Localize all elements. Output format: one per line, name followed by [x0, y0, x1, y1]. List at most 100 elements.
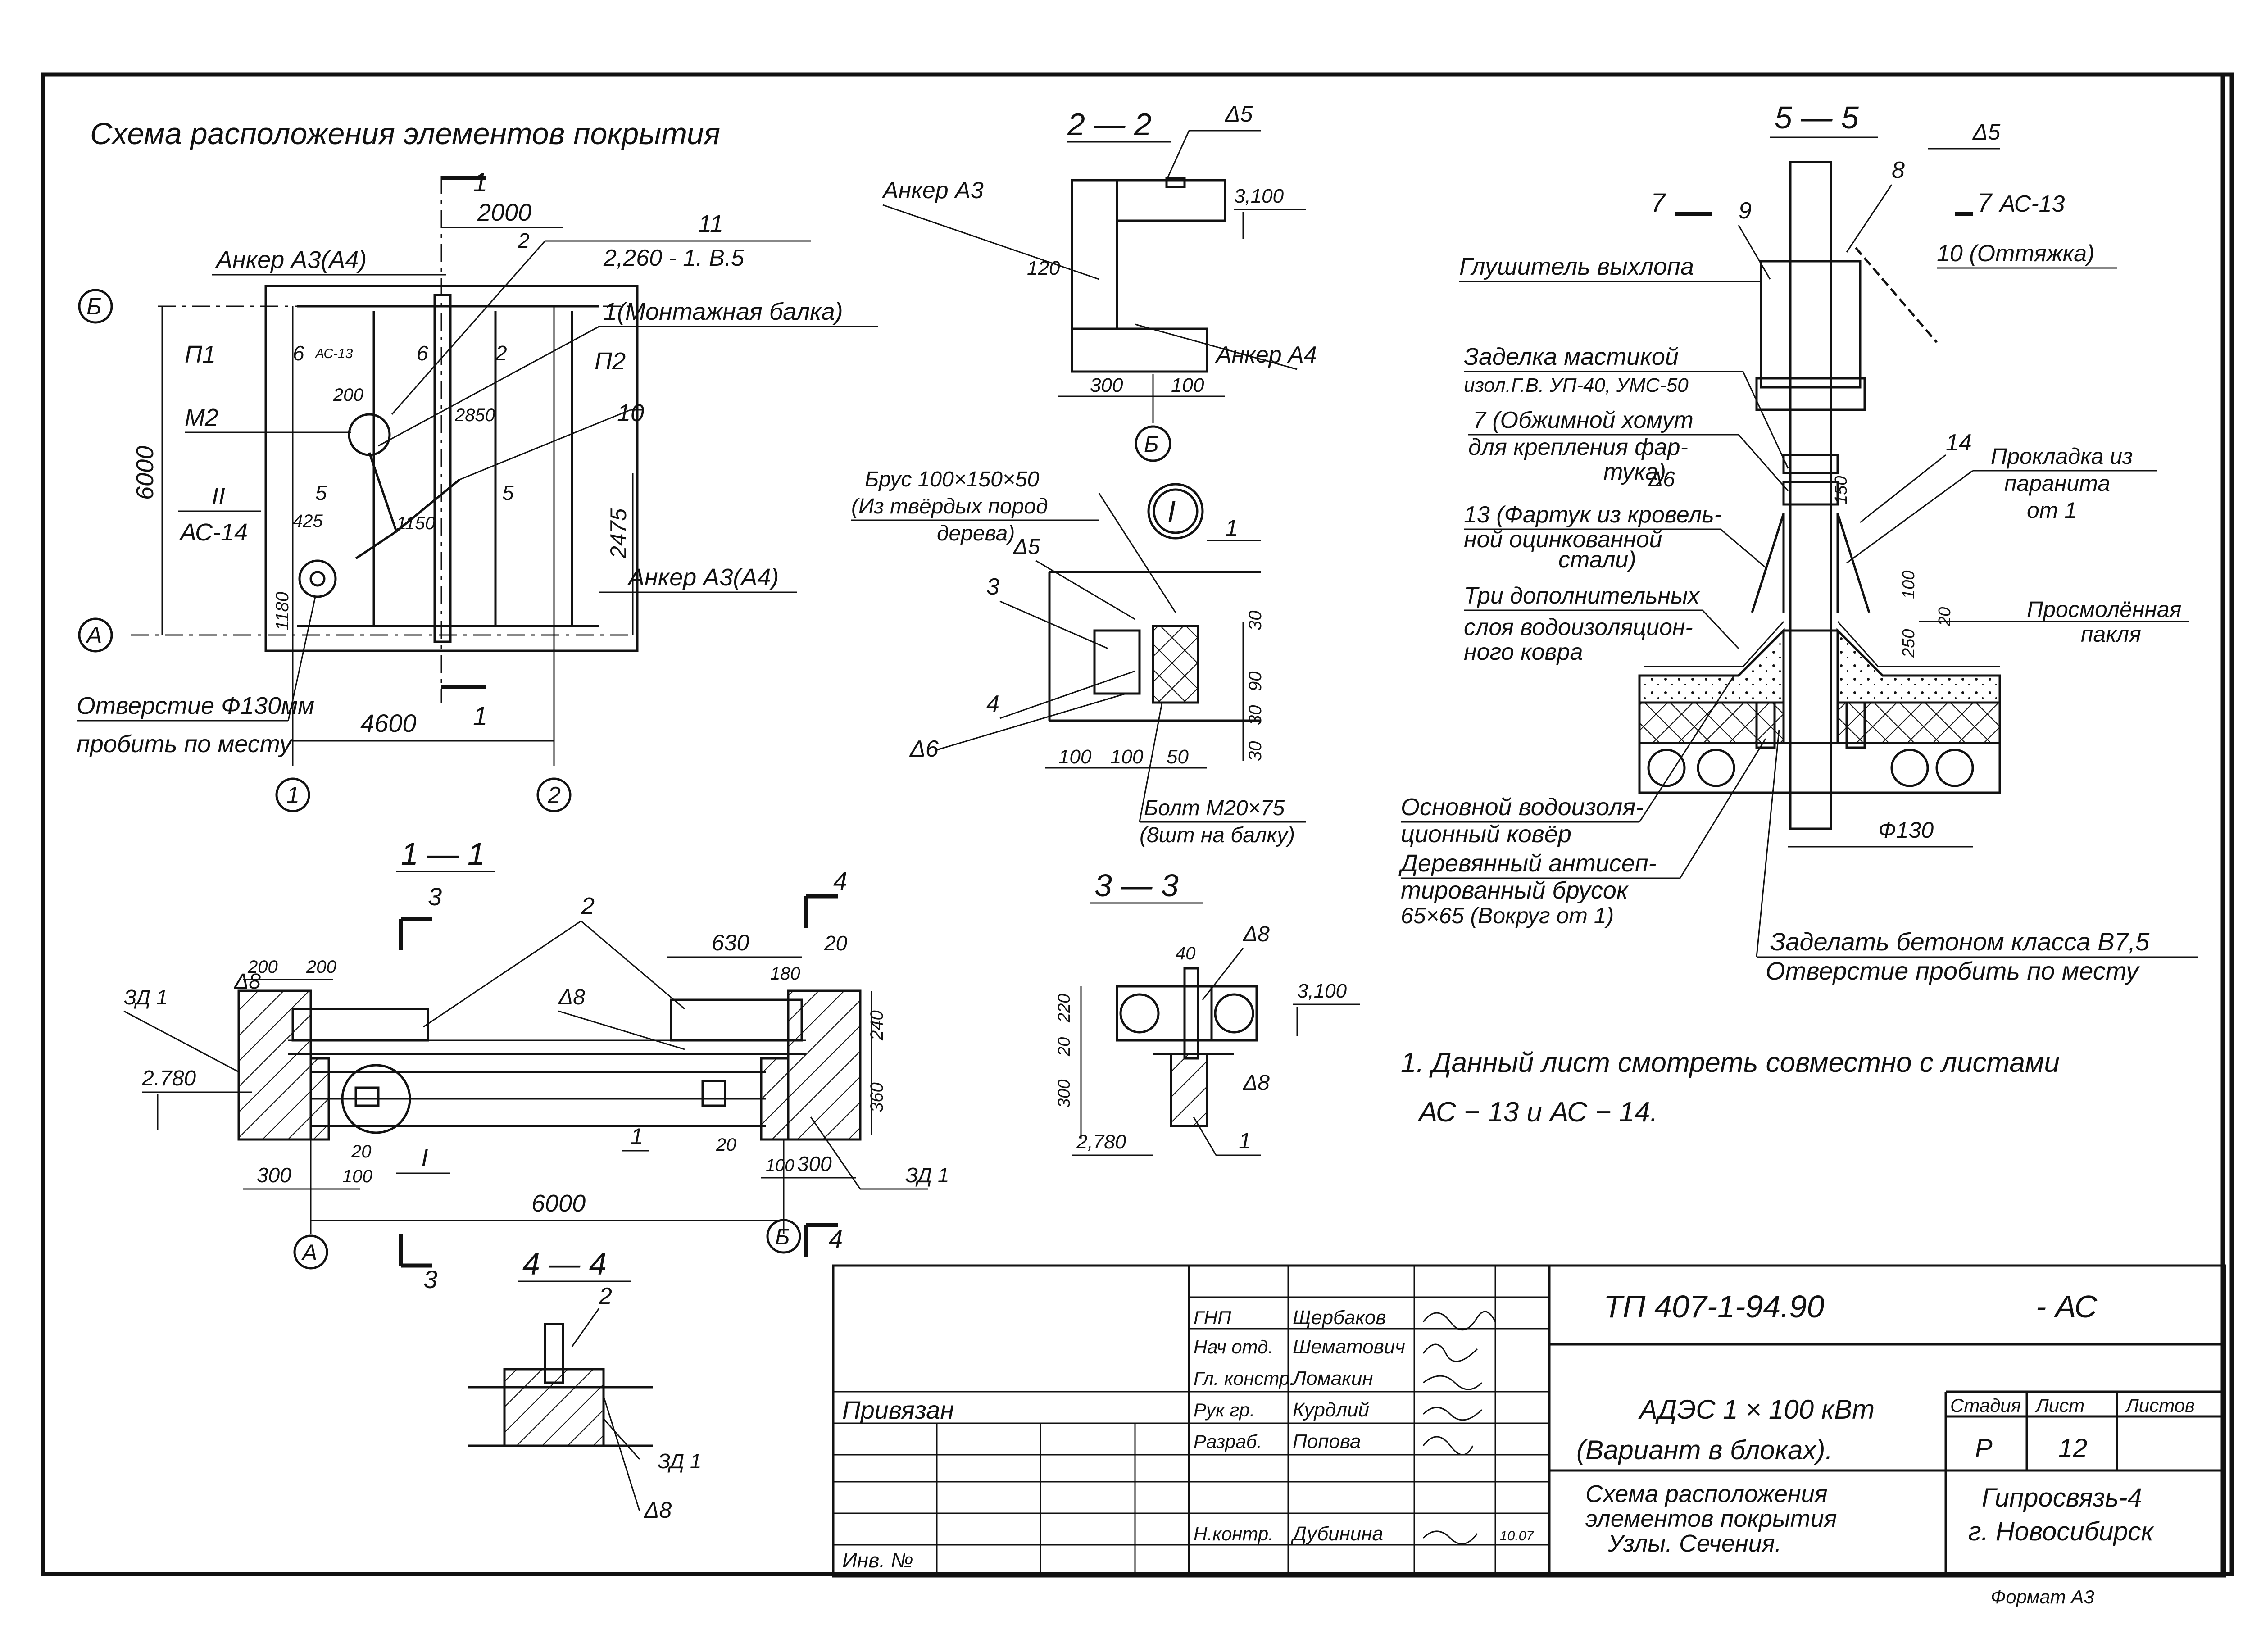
svg-text:Схема расположения: Схема расположения — [1585, 1480, 1828, 1507]
svg-text:40: 40 — [1176, 944, 1196, 963]
svg-text:9: 9 — [1739, 198, 1752, 224]
svg-text:5 — 5: 5 — 5 — [1775, 100, 1859, 135]
svg-text:слоя водоизоляцион-: слоя водоизоляцион- — [1464, 614, 1693, 640]
svg-text:180: 180 — [770, 964, 800, 984]
mounting-beam — [433, 294, 452, 643]
svg-text:Δ5: Δ5 — [1972, 119, 2001, 145]
axis-marker-b-22 — [1135, 425, 1171, 462]
svg-text:Анкер А4: Анкер А4 — [1215, 342, 1317, 368]
svg-text:тука): тука) — [1603, 459, 1666, 485]
svg-text:Ломакин: Ломакин — [1291, 1367, 1373, 1389]
svg-text:ЗД 1: ЗД 1 — [905, 1163, 949, 1187]
svg-text:14: 14 — [1946, 430, 1972, 456]
svg-text:12: 12 — [2058, 1434, 2088, 1463]
svg-text:20: 20 — [1935, 607, 1954, 626]
plan-title: Схема расположения элементов покрытия — [90, 117, 720, 151]
svg-text:300: 300 — [257, 1163, 291, 1187]
svg-text:ЗД 1: ЗД 1 — [658, 1449, 701, 1473]
svg-text:Δ8: Δ8 — [1243, 1071, 1270, 1095]
muffler — [1760, 260, 1862, 389]
svg-text:Б: Б — [1144, 431, 1159, 457]
svg-text:4600: 4600 — [360, 709, 417, 737]
exhaust-pipe — [1789, 161, 1832, 830]
svg-text:2000: 2000 — [477, 199, 531, 226]
svg-text:90: 90 — [1245, 672, 1265, 692]
svg-text:Лист: Лист — [2034, 1395, 2084, 1416]
svg-text:Основной водоизоля-: Основной водоизоля- — [1401, 794, 1644, 821]
svg-text:Разраб.: Разраб. — [1194, 1431, 1262, 1452]
axis-marker-1 — [275, 777, 310, 812]
svg-text:ЗД 1: ЗД 1 — [124, 985, 168, 1009]
svg-text:Анкер А3(А4): Анкер А3(А4) — [627, 564, 779, 591]
svg-text:1 — 1: 1 — 1 — [401, 836, 485, 871]
svg-text:100: 100 — [1899, 571, 1918, 599]
svg-text:Δ8: Δ8 — [234, 970, 261, 994]
svg-text:Δ5: Δ5 — [1225, 101, 1253, 127]
svg-text:стали): стали) — [1558, 547, 1636, 573]
axis-marker-a — [78, 617, 113, 653]
svg-text:10 (Оттяжка): 10 (Оттяжка) — [1937, 241, 2094, 267]
svg-text:6000: 6000 — [132, 446, 159, 500]
svg-text:Отверстие пробить по месту: Отверстие пробить по месту — [1766, 957, 2140, 985]
svg-text:2: 2 — [547, 782, 561, 808]
svg-text:2: 2 — [495, 341, 507, 365]
svg-text:3,100: 3,100 — [1234, 185, 1284, 207]
svg-text:240: 240 — [867, 1010, 887, 1041]
svg-text:ционный ковёр: ционный ковёр — [1401, 821, 1571, 848]
svg-text:200: 200 — [306, 957, 336, 977]
svg-text:Δ8: Δ8 — [644, 1498, 672, 1523]
plan-view: Схема расположения элементов покрытия 20… — [77, 117, 878, 812]
svg-text:2850: 2850 — [454, 405, 495, 425]
general-notes: 1. Данный лист смотреть совместно с лист… — [1401, 1047, 2060, 1128]
svg-text:ного ковра: ного ковра — [1464, 639, 1583, 665]
svg-text:I: I — [421, 1144, 428, 1172]
svg-text:11: 11 — [698, 210, 723, 237]
svg-text:Курдлий: Курдлий — [1293, 1399, 1369, 1421]
svg-text:1180: 1180 — [272, 592, 292, 631]
svg-text:3: 3 — [423, 1265, 437, 1293]
svg-text:8: 8 — [1892, 157, 1905, 183]
svg-text:Глушитель выхлопа: Глушитель выхлопа — [1459, 253, 1694, 280]
svg-text:Гипросвязь-4: Гипросвязь-4 — [1982, 1483, 2142, 1512]
svg-text:АС-13: АС-13 — [1998, 191, 2065, 217]
svg-text:П2: П2 — [595, 348, 626, 375]
svg-text:элементов покрытия: элементов покрытия — [1585, 1505, 1837, 1532]
svg-text:Р: Р — [1975, 1434, 1993, 1463]
svg-text:П1: П1 — [185, 341, 216, 368]
axis-marker-b — [78, 289, 113, 324]
svg-text:Гл. констр.: Гл. констр. — [1194, 1368, 1295, 1389]
svg-text:Листов: Листов — [2125, 1395, 2195, 1416]
axis-marker-a-11 — [293, 1234, 328, 1270]
svg-text:Анкер А3: Анкер А3 — [881, 177, 984, 204]
svg-text:300: 300 — [1055, 1080, 1074, 1108]
section-4-4: 4 — 4 2 ЗД 1 Δ8 — [468, 1246, 701, 1523]
svg-text:- АС: - АС — [2036, 1289, 2098, 1324]
svg-text:АС − 13 и АС − 14.: АС − 13 и АС − 14. — [1417, 1097, 1658, 1128]
svg-text:120: 120 — [1027, 257, 1060, 279]
svg-text:50: 50 — [1167, 746, 1189, 768]
svg-text:2,260 - 1. В.5: 2,260 - 1. В.5 — [603, 245, 745, 271]
section-1-1: 1 — 1 3 4 2 630 20 180 Δ8 200 200 Δ8 ЗД … — [123, 836, 949, 1293]
svg-text:4: 4 — [986, 691, 999, 717]
svg-text:1: 1 — [1239, 1128, 1251, 1153]
svg-text:100: 100 — [342, 1166, 372, 1186]
svg-text:630: 630 — [712, 930, 749, 955]
svg-text:20: 20 — [716, 1135, 736, 1155]
svg-text:АДЭС 1 × 100 кВт: АДЭС 1 × 100 кВт — [1638, 1394, 1875, 1425]
svg-text:2 — 2: 2 — 2 — [1067, 107, 1152, 142]
svg-text:Просмолённая: Просмолённая — [2027, 597, 2181, 622]
svg-text:1(Монтажная балка): 1(Монтажная балка) — [604, 298, 843, 325]
svg-text:100: 100 — [766, 1156, 794, 1175]
svg-text:200: 200 — [247, 957, 278, 977]
svg-text:2: 2 — [581, 893, 595, 920]
svg-text:10.07: 10.07 — [1500, 1529, 1534, 1543]
svg-text:1: 1 — [1225, 515, 1238, 541]
svg-text:ТП 407-1-94.90: ТП 407-1-94.90 — [1603, 1289, 1825, 1324]
svg-text:Б: Б — [86, 294, 102, 320]
svg-text:для крепления фар-: для крепления фар- — [1468, 434, 1688, 460]
svg-text:Заделка мастикой: Заделка мастикой — [1464, 343, 1679, 370]
svg-text:А: А — [301, 1240, 317, 1265]
sheet-frame — [41, 72, 2234, 1576]
svg-text:150: 150 — [1832, 476, 1851, 504]
hole-circle — [298, 559, 337, 598]
